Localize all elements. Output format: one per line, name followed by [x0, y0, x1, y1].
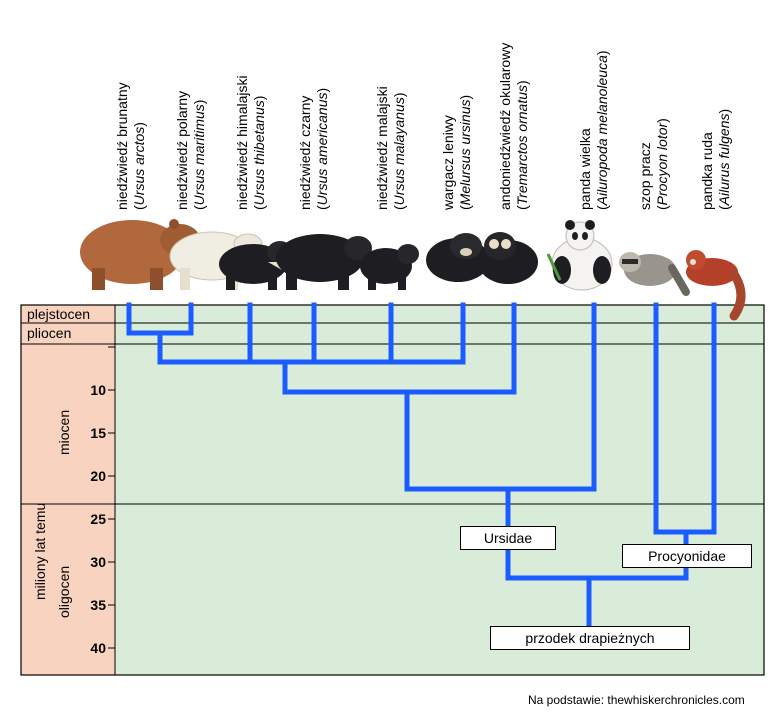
scientific-name: Procyon lotor [654, 123, 670, 205]
common-name: niedźwiedź malajski [374, 86, 391, 210]
axis-label: miliony lat temu [32, 503, 48, 600]
raccoon-illustration [619, 252, 686, 292]
scientific-name: Ursus malayanus [391, 97, 407, 205]
common-name: niedźwiedź himalajski [234, 75, 251, 210]
scientific-name: Ursus americanus [314, 93, 330, 206]
clade-label-procyonidae: Procyonidae [622, 544, 752, 568]
common-name: panda wielka [577, 50, 594, 210]
epoch-pliocene: pliocen [27, 325, 71, 341]
tick-label: 35 [66, 597, 106, 613]
clade-label-ursidae: Ursidae [460, 526, 556, 550]
taxon-label-black-bear: niedźwiedź czarny (Ursus americanus) [297, 88, 331, 210]
timescale-panel [21, 305, 115, 675]
giant-panda-illustration [548, 220, 612, 290]
source-credit: Na podstawie: thewhiskerchronicles.com [528, 693, 745, 707]
black-bear-illustration [276, 234, 372, 290]
common-name: wargacz leniwy [440, 95, 457, 210]
tick-label: 20 [66, 468, 106, 484]
taxon-label-sloth-bear: wargacz leniwy (Melursus ursinus) [440, 95, 474, 210]
clade-label-ancestor: przodek drapieżnych [490, 626, 690, 650]
tick-label: 25 [66, 511, 106, 527]
taxon-label-spectacled-bear: andoniedźwiedź okularowy (Tremarctos orn… [497, 43, 531, 210]
taxon-label-raccoon: szop pracz (Procyon lotor) [637, 118, 671, 210]
common-name: niedźwiedź czarny [297, 88, 314, 210]
taxon-label-himalayan-bear: niedźwiedź himalajski (Ursus thibetanus) [234, 75, 268, 210]
scientific-name: Ursus maritimus [191, 104, 207, 205]
scientific-name: Melursus ursinus [457, 100, 473, 206]
scientific-name: Ailuropoda melanoleuca [594, 55, 610, 205]
common-name: niedźwiedź polarny [174, 91, 191, 210]
common-name: andoniedźwiedź okularowy [497, 43, 514, 210]
taxon-label-polar-bear: niedźwiedź polarny (Ursus maritimus) [174, 91, 208, 210]
tick-label: 30 [66, 554, 106, 570]
tick-label: 10 [66, 382, 106, 398]
taxon-label-sun-bear: niedźwiedź malajski (Ursus malayanus) [374, 86, 408, 210]
taxon-label-giant-panda: panda wielka (Ailuropoda melanoleuca) [577, 50, 611, 210]
epoch-pleistocene: plejstocen [27, 306, 90, 322]
spectacled-bear-illustration [478, 232, 538, 284]
common-name: pandka ruda [699, 109, 716, 210]
common-name: szop pracz [637, 118, 654, 210]
tick-label: 15 [66, 425, 106, 441]
tick-label: 40 [66, 640, 106, 656]
scientific-name: Ursus thibetanus [251, 100, 267, 205]
common-name: niedźwiedź brunatny [114, 82, 131, 210]
taxon-label-red-panda: pandka ruda (Ailurus fulgens) [699, 109, 733, 210]
taxon-label-brown-bear: niedźwiedź brunatny (Ursus arctos) [114, 82, 148, 210]
scientific-name: Tremarctos ornatus [514, 85, 530, 205]
scientific-name: Ursus arctos [131, 127, 147, 206]
scientific-name: Ailurus fulgens [716, 114, 732, 206]
animal-illustrations [80, 219, 741, 316]
